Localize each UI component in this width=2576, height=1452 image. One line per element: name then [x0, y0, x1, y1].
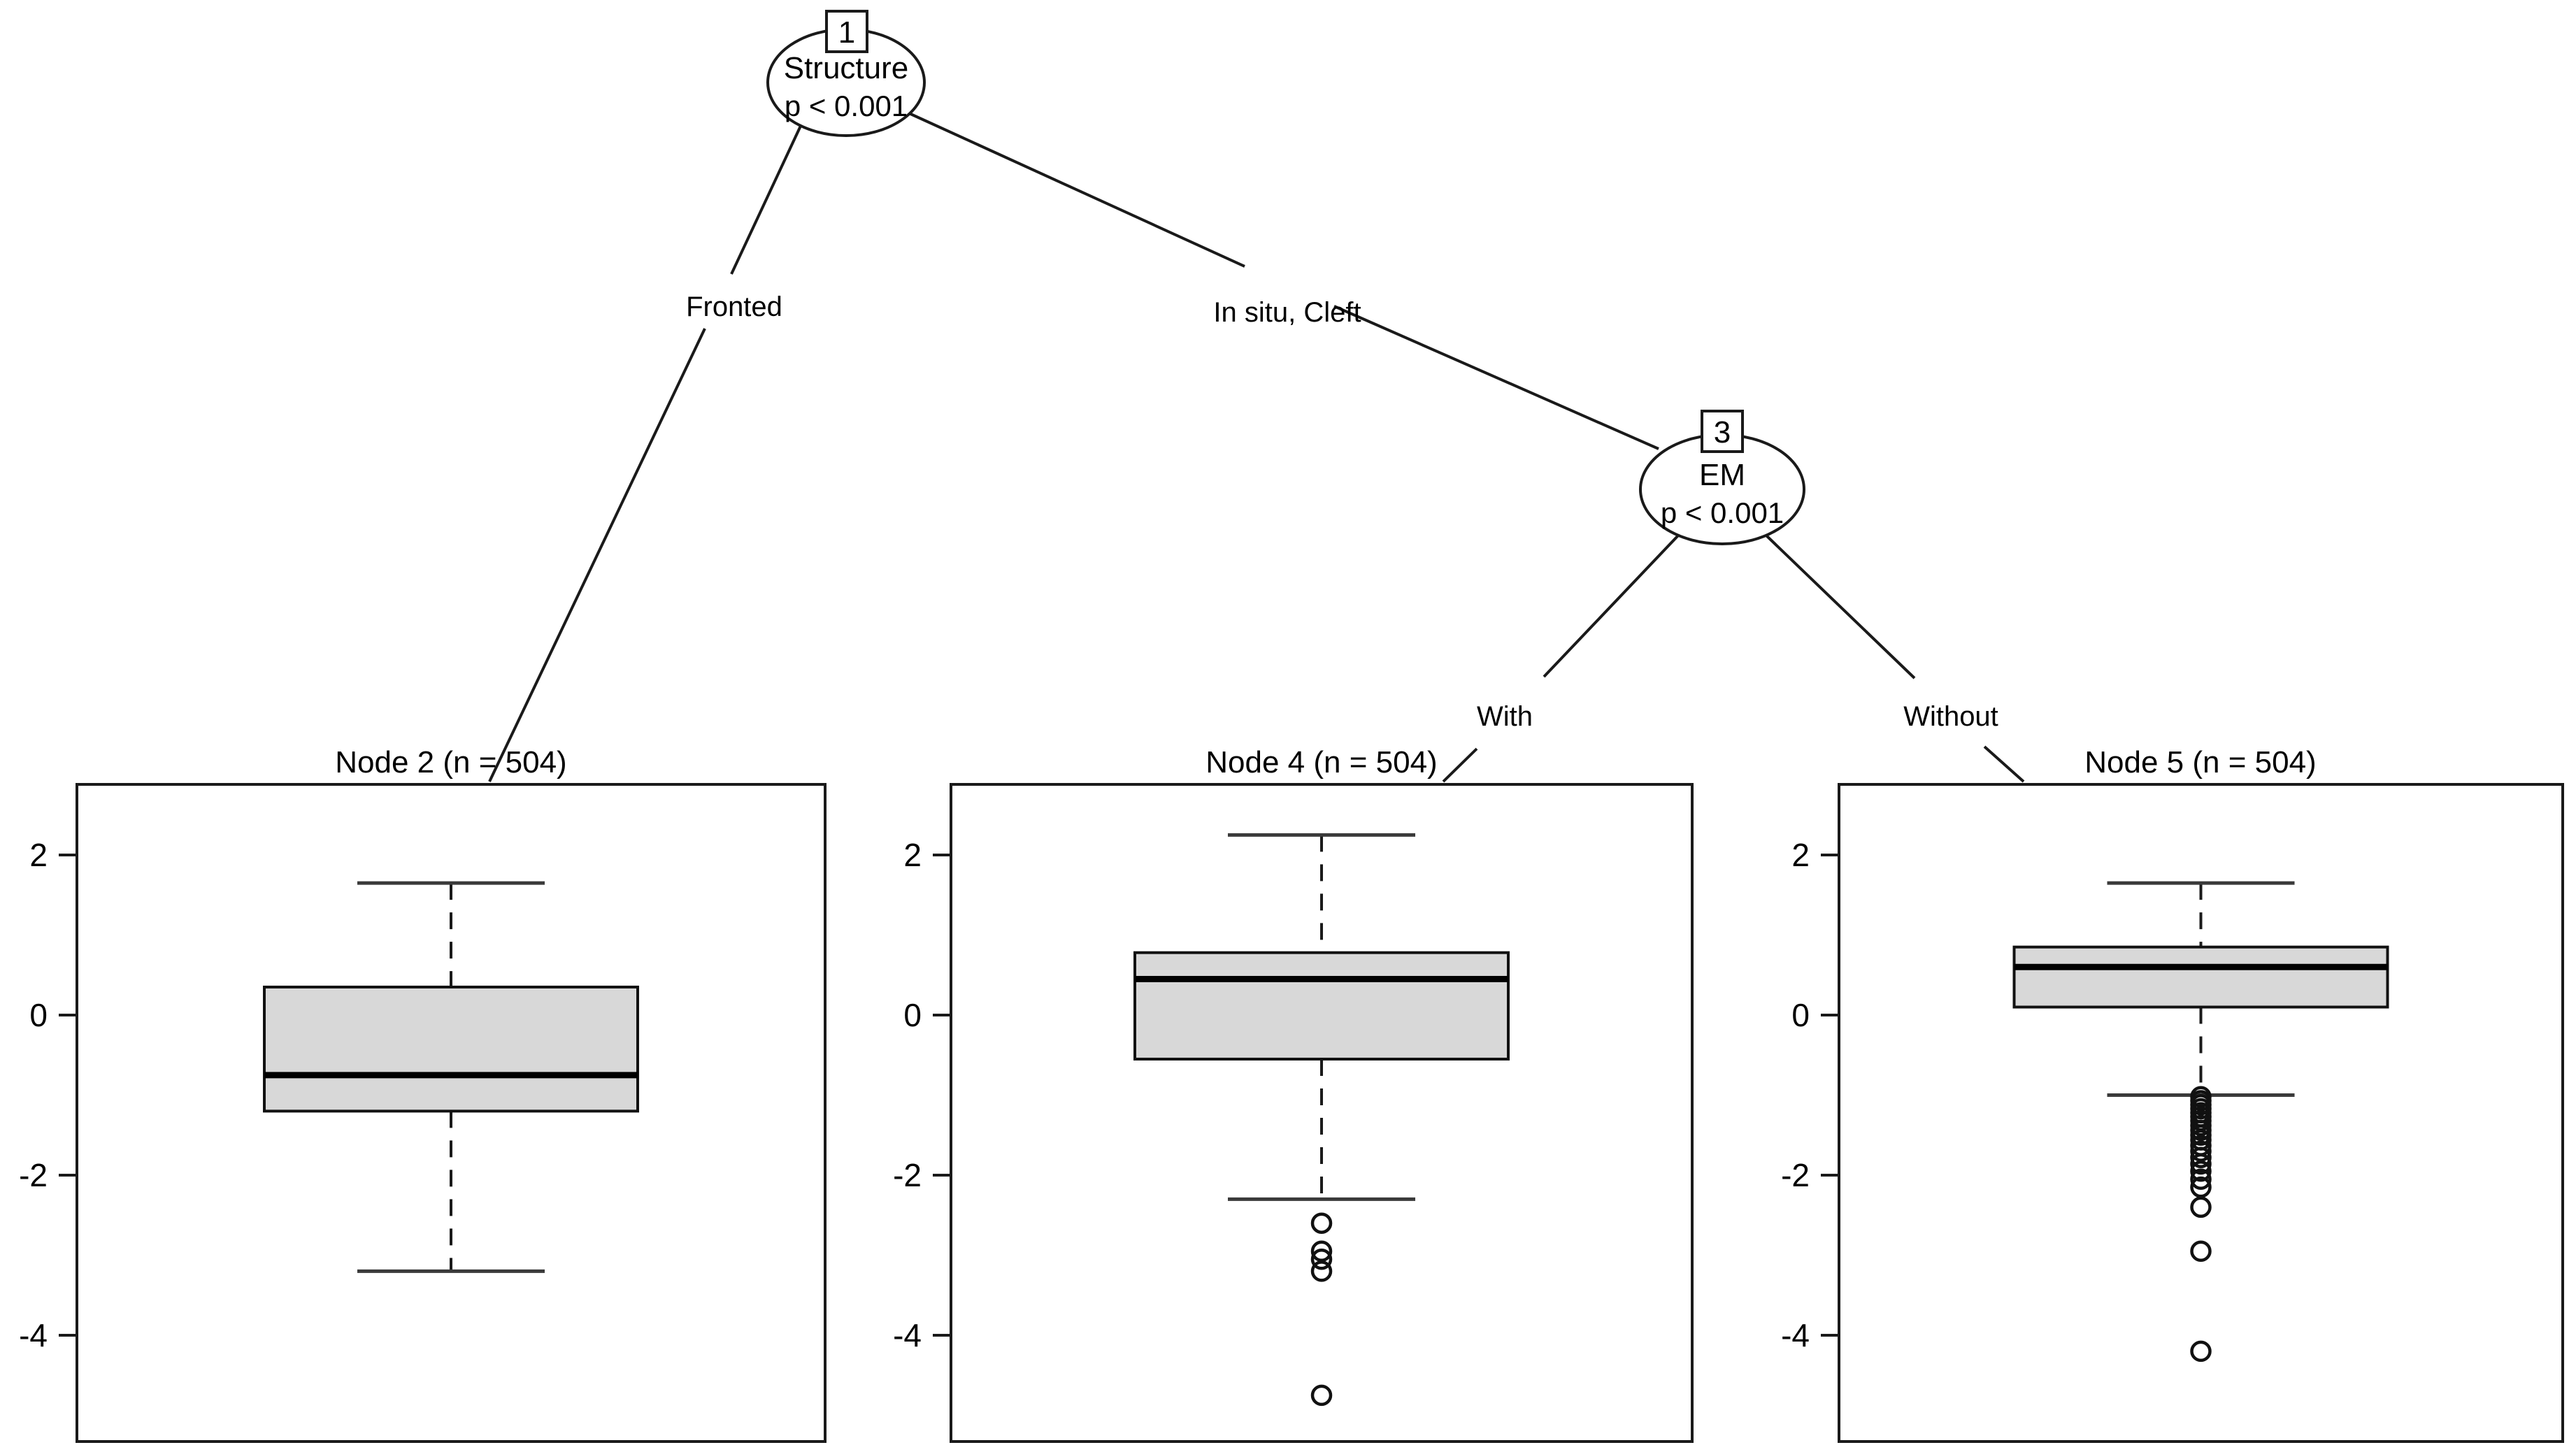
edge-root-to-node3-upper [908, 112, 1245, 268]
node-1-pvalue: p < 0.001 [785, 89, 908, 122]
edge-label-insitu-cleft: In situ, Cleft [1213, 297, 1361, 328]
panel-node5-axis: 2 0 -2 -4 [1781, 837, 1840, 1353]
tree-node-3[interactable]: EM p < 0.001 3 [1639, 410, 1805, 545]
panel-node5-title: Node 5 (n = 504) [2084, 745, 2316, 779]
edge-node3-to-node4-lower [1442, 747, 1478, 783]
y-tick-label: 2 [1791, 837, 1810, 873]
edge-root-to-node2-lower [488, 328, 706, 782]
edge-root-to-node3-lower [1333, 305, 1659, 450]
outlier-point [2190, 1168, 2212, 1190]
panel-node2-boxplot [263, 881, 639, 1273]
y-tick-label: -4 [1781, 1317, 1810, 1353]
outlier-point [1310, 1212, 1333, 1234]
y-tick-label: 0 [1791, 997, 1810, 1033]
outlier-point [2190, 1240, 2212, 1263]
edge-node3-to-node5-lower [1983, 745, 2025, 783]
outlier-point [2190, 1160, 2212, 1182]
y-tick-label: -2 [19, 1157, 48, 1193]
edge-root-to-node2-upper [730, 124, 803, 275]
terminal-panel-node5[interactable]: Node 5 (n = 504) 2 0 -2 -4 [1781, 745, 2564, 1443]
panel-node4-axis: 2 0 -2 -4 [893, 837, 952, 1353]
tree-node-1[interactable]: Structure p < 0.001 1 [766, 10, 926, 137]
y-tick-label: 2 [903, 837, 922, 873]
edge-label-fronted: Fronted [686, 292, 782, 322]
outlier-point [2190, 1340, 2212, 1363]
panel-node2-title: Node 2 (n = 504) [335, 745, 566, 779]
y-tick-label: -2 [1781, 1157, 1810, 1193]
tree-edges [488, 112, 2025, 783]
iqr-box [1133, 951, 1510, 1061]
node-1-id: 1 [838, 15, 855, 50]
edge-label-with: With [1477, 701, 1533, 732]
outlier-point [1310, 1248, 1333, 1270]
outlier-point [1310, 1240, 1333, 1263]
panel-node4-title: Node 4 (n = 504) [1205, 745, 1437, 779]
outlier-point [2190, 1153, 2212, 1175]
y-tick-label: 2 [29, 837, 48, 873]
iqr-box [263, 985, 639, 1113]
panel-node2-axis: 2 0 -2 -4 [19, 837, 78, 1353]
node-1-variable: Structure [784, 51, 909, 85]
terminal-panel-node2[interactable]: Node 2 (n = 504) 2 0 -2 -4 [19, 745, 827, 1443]
y-tick-label: -4 [19, 1317, 48, 1353]
outlier-point [2190, 1146, 2212, 1169]
outlier-point [1310, 1260, 1333, 1282]
panel-node4-boxplot [1133, 833, 1510, 1407]
outlier-point [1310, 1384, 1333, 1407]
edge-node3-to-node4-upper [1543, 534, 1680, 678]
node-3-id-box [1701, 410, 1744, 453]
node-3-variable: EM [1699, 458, 1745, 492]
node-3-id: 3 [1714, 415, 1731, 450]
y-tick-label: 0 [29, 997, 48, 1033]
edge-label-without: Without [1903, 701, 1998, 732]
y-tick-label: -2 [893, 1157, 922, 1193]
terminal-panel-node4[interactable]: Node 4 (n = 504) 2 0 -2 -4 [893, 745, 1694, 1443]
tree-edge-labels: Fronted In situ, Cleft With Without [686, 292, 1998, 732]
y-tick-label: 0 [903, 997, 922, 1033]
node-1-id-box [825, 10, 868, 53]
outlier-point [2190, 1176, 2212, 1198]
node-3-pvalue: p < 0.001 [1661, 496, 1784, 529]
panel-node5-boxplot [2012, 881, 2389, 1363]
iqr-box [2012, 945, 2389, 1009]
outlier-point [2190, 1196, 2212, 1219]
edge-node3-to-node5-upper [1765, 534, 1916, 680]
y-tick-label: -4 [893, 1317, 922, 1353]
outlier-point [2190, 1140, 2212, 1162]
panel-node4-border [950, 783, 1694, 1443]
